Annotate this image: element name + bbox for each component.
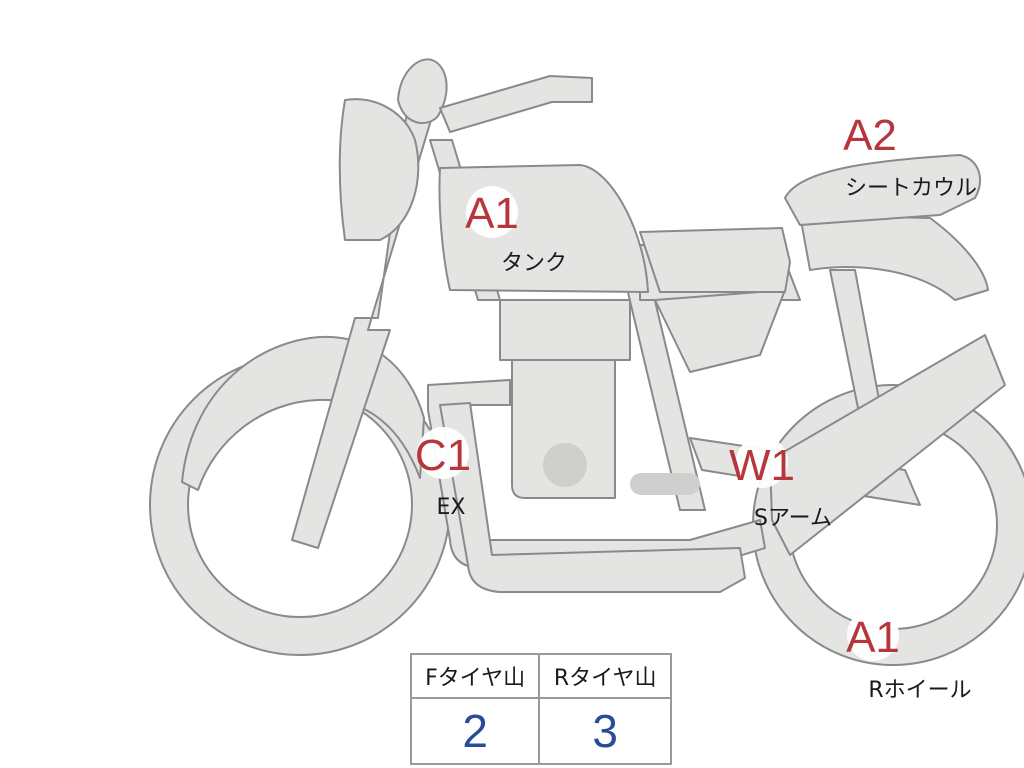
rear-tire-header: Rタイヤ山	[538, 653, 672, 699]
marker-label: タンク	[501, 251, 567, 276]
marker-label: EX	[437, 495, 466, 520]
marker-exhaust: C1 EX	[415, 427, 471, 520]
engine	[499, 299, 631, 499]
marker-code: A2	[843, 111, 897, 160]
marker-tank: A1 タンク	[465, 186, 567, 276]
rear-fender	[799, 214, 989, 301]
marker-label: Rホイール	[868, 678, 971, 703]
front-tire-header: Fタイヤ山	[409, 653, 541, 699]
front-tire-value: 2	[409, 697, 541, 765]
seat-cowl	[784, 154, 981, 226]
headlight	[338, 98, 420, 241]
rear-tire-value: 3	[538, 697, 672, 765]
marker-label: シートカウル	[845, 176, 977, 201]
marker-code: W1	[729, 441, 795, 490]
tire-tread-table: Fタイヤ山 Rタイヤ山 2 3	[409, 653, 672, 765]
marker-seat-cowl: A2 シートカウル	[843, 107, 977, 201]
marker-label: Sアーム	[754, 506, 832, 531]
marker-code: C1	[415, 431, 471, 480]
seat	[639, 227, 791, 293]
marker-swingarm: W1 Sアーム	[729, 436, 832, 531]
marker-code: A1	[846, 613, 900, 662]
marker-rear-wheel: A1 Rホイール	[846, 609, 972, 703]
exhaust-pipes	[427, 379, 766, 593]
marker-code: A1	[465, 189, 519, 238]
handlebar	[397, 58, 593, 133]
